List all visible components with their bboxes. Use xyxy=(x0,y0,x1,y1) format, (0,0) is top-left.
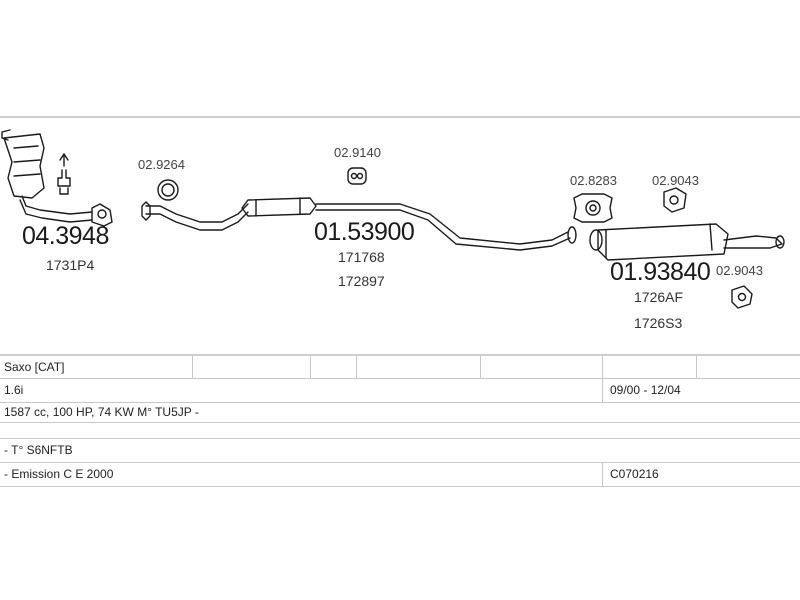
part-ref: 1731P4 xyxy=(46,257,95,273)
vehicle-model: Saxo [CAT] xyxy=(4,360,65,374)
part-code: 02.8283 xyxy=(570,173,617,188)
part-code: 02.9264 xyxy=(138,157,185,172)
clamp-ring-icon xyxy=(731,285,753,309)
table-row: 1.6i 09/00 - 12/04 xyxy=(0,378,800,403)
exhaust-diagram: 04.3948 1731P4 02.9264 02.9140 01.53900 … xyxy=(0,118,800,358)
vehicle-engine: 1.6i xyxy=(4,383,24,397)
table-row: - Emission C E 2000 C070216 xyxy=(0,462,800,487)
top-divider xyxy=(0,116,800,118)
vehicle-period: 09/00 - 12/04 xyxy=(610,383,681,397)
catalytic-converter-icon xyxy=(1,129,113,227)
part-code: 02.9140 xyxy=(334,145,381,160)
part-ref: 1726S3 xyxy=(634,315,683,331)
clamp-ring-icon xyxy=(663,187,687,213)
vehicle-gearbox: - T° S6NFTB xyxy=(4,443,73,457)
front-pipe-icon xyxy=(141,201,249,231)
part-code: 02.9043 xyxy=(652,173,699,188)
part-ref: 172897 xyxy=(338,273,385,289)
catalogue-code: C070216 xyxy=(610,467,659,481)
part-ref: 171768 xyxy=(338,249,385,265)
lambda-sensor-icon xyxy=(57,153,71,195)
table-row: Saxo [CAT] xyxy=(0,356,800,379)
part-code: 01.93840 xyxy=(610,258,711,286)
part-code: 02.9043 xyxy=(716,263,763,278)
vehicle-specs: 1587 cc, 100 HP, 74 KW M° TU5JP - xyxy=(4,405,199,419)
hanger-rubber-icon xyxy=(347,167,367,185)
table-row xyxy=(0,422,800,439)
table-top-divider xyxy=(0,354,800,356)
part-ref: 1726AF xyxy=(634,289,684,305)
part-code: 01.53900 xyxy=(314,218,415,246)
exhaust-drawing xyxy=(1,129,785,309)
middle-silencer-icon xyxy=(241,197,577,251)
rear-silencer-icon xyxy=(589,223,785,261)
vehicle-emission: - Emission C E 2000 xyxy=(4,467,114,481)
part-code: 04.3948 xyxy=(22,222,109,250)
hanger-bracket-icon xyxy=(573,193,613,223)
table-row: 1587 cc, 100 HP, 74 KW M° TU5JP - xyxy=(0,402,800,423)
gasket-ring-icon xyxy=(157,179,179,201)
table-row: - T° S6NFTB xyxy=(0,438,800,463)
